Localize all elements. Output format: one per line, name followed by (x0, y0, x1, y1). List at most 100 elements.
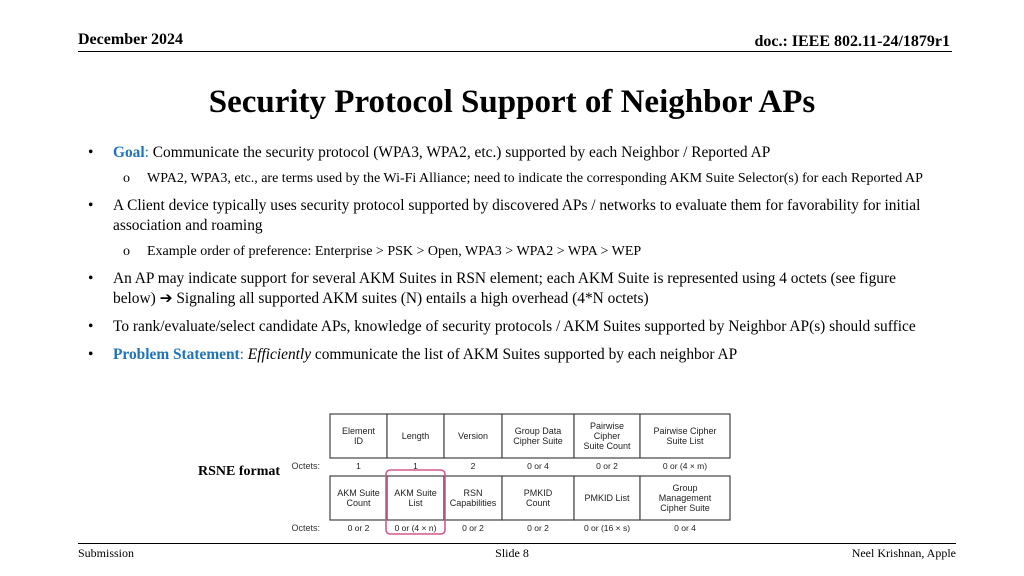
rsne-row1-cell-box (639, 413, 731, 459)
footer-author: Neel Krishnan, Apple (851, 546, 956, 560)
problem-statement-text: communicate the list of AKM Suites suppo… (311, 346, 738, 363)
rsne-row1-cell-label: Pairwise (590, 421, 624, 431)
subbullet-wfa-terms-text: WPA2, WPA3, etc., are terms used by the … (147, 171, 923, 186)
akm-suite-list-highlight (385, 469, 446, 535)
rsne-row1-octets-value: 0 or (4 × m) (663, 461, 707, 471)
rsne-row1-cell-box (501, 413, 575, 459)
bullet-problem-statement: • Problem Statement: Efficiently communi… (88, 345, 938, 365)
rsne-octets-row-2: 0 or 2 0 or (4 × n) 0 or 2 0 or 2 0 or (16 ×… (348, 523, 697, 533)
rsne-row2-octets-value: 0 or 2 (462, 523, 484, 533)
rsne-row2-octets-value: 0 or 2 (527, 523, 549, 533)
slide-title: Security Protocol Support of Neighbor AP… (208, 84, 816, 120)
bullet-goal-sep: : (144, 144, 153, 161)
rsne-row2-cell-label: RSN (463, 488, 482, 498)
rsne-row1-cell-label: Length (402, 431, 430, 441)
rsne-row1-cell-label: Suite Count (583, 441, 631, 451)
bullet-marker: • (88, 197, 94, 214)
bullet-akm-overhead-post: Signaling all supported AKM suites (N) e… (172, 290, 649, 307)
rsne-row2-cell-label: Count (346, 498, 371, 508)
header-divider (78, 51, 952, 52)
rsne-row2-cell-label: Group (672, 483, 697, 493)
rsne-row2-octets-value: 0 or (16 × s) (584, 523, 630, 533)
bullet-rank-aps-text: To rank/evaluate/select candidate APs, k… (113, 318, 916, 335)
rsne-row1-cell-label: Pairwise Cipher (653, 426, 716, 436)
rsne-row2-cell-5: PMKID List (573, 475, 641, 521)
rsne-row2-cell-label: Cipher Suite (660, 503, 710, 513)
problem-statement-lead: Problem Statement (113, 346, 240, 363)
rsne-row2-cell-label: Management (659, 493, 712, 503)
rsne-row2-cell-label: PMKID List (584, 493, 630, 503)
bullet-akm-overhead: • An AP may indicate support for several… (88, 269, 938, 309)
rsne-row1-cell-label: Cipher Suite (513, 436, 563, 446)
rsne-row2-octets-value: 0 or 4 (674, 523, 696, 533)
rsne-octets-row-1: 1 1 2 0 or 4 0 or 2 0 or (4 × m) (356, 461, 707, 471)
bullet-goal-lead: Goal (113, 144, 145, 161)
rsne-row2-cell-label: PMKID (524, 488, 553, 498)
rsne-row1-octets-value: 1 (356, 461, 361, 471)
rsne-row1-cell-2: Length (386, 413, 445, 459)
subbullet-preference-order-text: Example order of preference: Enterprise … (147, 244, 642, 259)
rsne-row1-cell-box (329, 413, 388, 459)
bullet-client-device: • A Client device typically uses securit… (88, 196, 938, 236)
rsne-row2-cell-label: Count (526, 498, 551, 508)
rsne-row1-cell-label: Version (458, 431, 488, 441)
bullet-goal-text: Communicate the security protocol (WPA3,… (152, 144, 771, 161)
bullet-marker: • (88, 270, 94, 287)
rsne-row2-octets-value: 0 or (4 × n) (395, 523, 437, 533)
footer-submission: Submission (78, 546, 135, 560)
rsne-row2-cell-box (443, 475, 503, 521)
arrow-icon: ➔ (159, 290, 173, 307)
rsne-row1-cell-label: ID (354, 436, 364, 446)
subbullet-wfa-terms: o WPA2, WPA3, etc., are terms used by th… (88, 169, 938, 188)
rsne-row2-cell-box (386, 475, 445, 521)
problem-statement-emphasis: Efficiently (247, 346, 312, 363)
bullet-client-device-text: A Client device typically uses security … (113, 197, 921, 234)
rsne-row1-octets-value: 2 (471, 461, 476, 471)
rsne-row1-cell-box (573, 413, 641, 459)
rsne-row1-cell-label: Element (342, 426, 376, 436)
rsne-row1-cell-3: Version (443, 413, 503, 459)
rsne-row2-cell-label: Capabilities (450, 498, 497, 508)
rsne-row2-cell-box (639, 475, 731, 521)
rsne-row2-cell-box (501, 475, 575, 521)
rsne-row1-octets-value: 0 or 2 (596, 461, 618, 471)
sub-marker: o (123, 244, 130, 259)
rsne-row1-cell-label: Group Data (515, 426, 562, 436)
header-date: December 2024 (78, 31, 183, 48)
header-doc-id: doc.: IEEE 802.11-24/1879r1 (754, 33, 950, 50)
rsne-row1-cell-label: Cipher (594, 431, 621, 441)
rsne-row2-cell-label: List (408, 498, 423, 508)
rsne-row2-octets-value: 0 or 2 (348, 523, 370, 533)
slide-content: • Goal: Communicate the security protoco… (88, 143, 938, 373)
footer-slide-number: Slide 8 (495, 546, 529, 560)
rsne-row1-cell-label: Suite List (666, 436, 704, 446)
bullet-akm-overhead-pre: An AP may indicate support for several A… (113, 270, 896, 307)
subbullet-preference-order: o Example order of preference: Enterpris… (88, 242, 938, 261)
bullet-marker: • (88, 144, 94, 161)
rsne-row2-cell-label: AKM Suite (337, 488, 380, 498)
octets-label-row-1: Octets: (291, 461, 320, 471)
bullet-goal: • Goal: Communicate the security protoco… (88, 143, 938, 163)
bullet-marker: • (88, 318, 94, 335)
bullet-marker: • (88, 346, 94, 363)
octets-label-row-2: Octets: (291, 523, 320, 533)
rsne-row1-octets-value: 0 or 4 (527, 461, 549, 471)
footer-divider (78, 543, 956, 544)
rsne-row2-cell-label: AKM Suite (394, 488, 437, 498)
sub-marker: o (123, 171, 130, 186)
rsne-format-label: RSNE format (198, 464, 281, 479)
rsne-row1-octets-value: 1 (413, 461, 418, 471)
problem-statement-sep: : (239, 346, 248, 363)
rsne-row1-cell-box (443, 413, 503, 459)
